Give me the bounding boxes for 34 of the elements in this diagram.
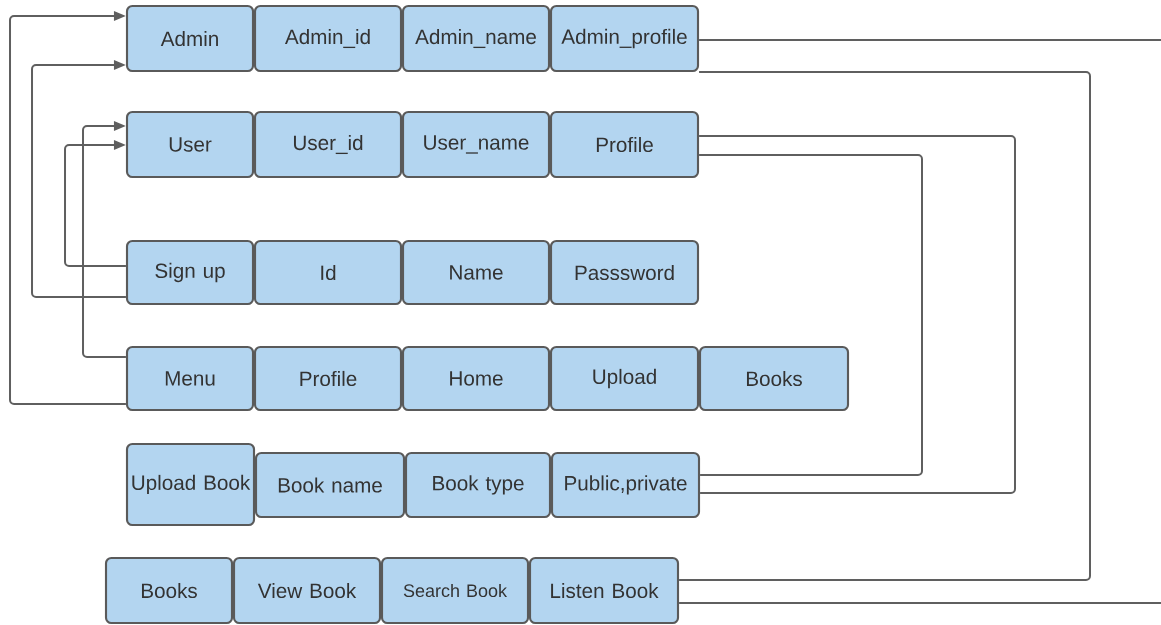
- entity-box: Sign up: [125, 239, 255, 306]
- entity-box: Admin_name: [401, 4, 551, 73]
- entity-box: Passsword: [549, 239, 700, 306]
- entity-box: User_name: [401, 110, 551, 179]
- connector: [698, 135, 1016, 494]
- entity-box: Admin_id: [253, 4, 403, 73]
- entity-box: Home: [401, 345, 551, 412]
- entity-box: View Book: [232, 556, 382, 625]
- connector: [9, 11, 127, 405]
- connector: [64, 140, 127, 267]
- entity-box: Search Book: [380, 556, 530, 625]
- entity-box: Admin_profile: [549, 4, 700, 73]
- entity-box: Name: [401, 239, 551, 306]
- connector: [698, 39, 1161, 41]
- entity-box: Profile: [253, 345, 403, 412]
- entity-box: Public,private: [550, 451, 701, 519]
- connector: [31, 60, 127, 298]
- entity-box: User: [125, 110, 255, 179]
- connector: [678, 71, 1091, 581]
- entity-box: Menu: [125, 345, 255, 412]
- connector: [82, 121, 127, 358]
- connector: [678, 602, 1161, 604]
- entity-box: Books: [104, 556, 234, 625]
- entity-box: User_id: [253, 110, 403, 179]
- entity-box: Admin: [125, 4, 255, 73]
- entity-box: Books: [698, 345, 850, 412]
- entity-box: Upload: [549, 345, 700, 412]
- entity-box: Book type: [404, 451, 552, 519]
- entity-box: Profile: [549, 110, 700, 179]
- entity-box: Upload Book: [125, 442, 256, 527]
- entity-box: Book name: [254, 451, 406, 519]
- entity-box: Id: [253, 239, 403, 306]
- connector: [698, 154, 923, 476]
- entity-box: Listen Book: [528, 556, 680, 625]
